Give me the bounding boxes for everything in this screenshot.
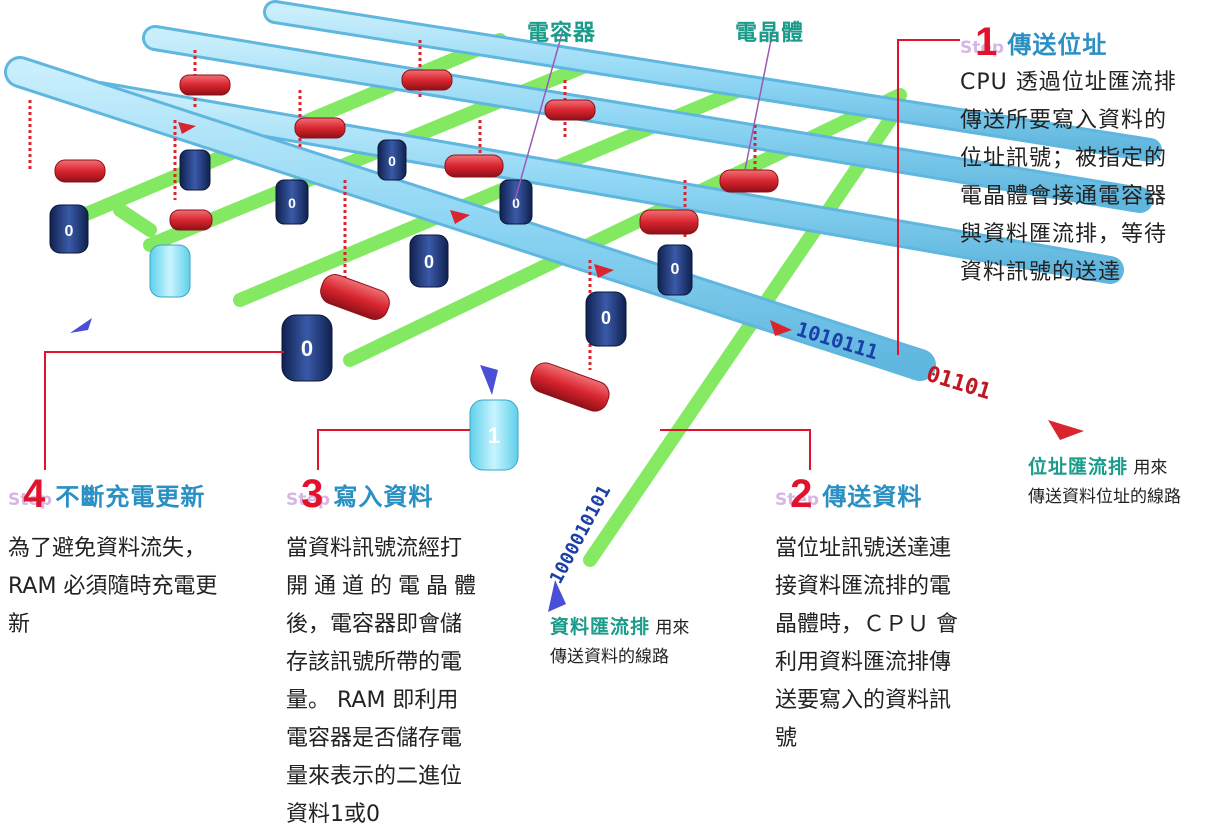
data-bus-caption: 資料匯流排 用來	[550, 612, 689, 639]
step-2-line: 晶體時，ＣＰＵ 會	[775, 612, 958, 637]
step-1-line: CPU 透過位址匯流排	[960, 70, 1177, 95]
svg-text:0: 0	[65, 223, 74, 240]
step-2-line: 接資料匯流排的電	[775, 574, 952, 599]
svg-text:0: 0	[671, 261, 680, 278]
step-2-body: 當位址訊號送達連 接資料匯流排的電 晶體時，ＣＰＵ 會 利用資料匯流排傳 送要寫…	[775, 530, 1015, 758]
data-bus-desc-1: 用來	[655, 618, 690, 638]
step-1-heading: Step 1 傳送位址	[960, 18, 1108, 64]
address-bus-desc-1: 用來	[1133, 458, 1168, 478]
step-3-line: 當資料訊號流經打	[286, 536, 463, 561]
transistor-label: 電晶體	[735, 21, 805, 46]
svg-text:0: 0	[288, 195, 296, 211]
step-2-line: 號	[775, 726, 798, 751]
step-3-body: 當資料訊號流經打 開通道的電晶體 後，電容器即會儲 存該訊號所帶的電 量。 RA…	[286, 530, 526, 834]
address-bus-pipes	[4, 0, 1162, 381]
step-3-line: 存該訊號所帶的電	[286, 650, 463, 675]
step-1-title: 傳送位址	[1007, 31, 1108, 59]
step-2-line: 送要寫入的資料訊	[775, 688, 952, 713]
leader-lines	[44, 29, 960, 470]
step-4-title: 不斷充電更新	[55, 483, 206, 511]
svg-text:0: 0	[388, 153, 396, 169]
step-2-number: 2	[790, 472, 813, 516]
step-3-line: 開通道的電晶體	[286, 574, 483, 599]
data-bus-name: 資料匯流排	[550, 616, 651, 638]
step-3-line: 後，電容器即會儲	[286, 612, 463, 637]
step-1-body: CPU 透過位址匯流排 傳送所要寫入資料的 位址訊號；被指定的 電晶體會接通電容…	[960, 64, 1228, 292]
data-bus-desc-2: 傳送資料的線路	[550, 647, 669, 667]
step-1-line: 資料訊號的送達	[960, 260, 1122, 285]
svg-text:0: 0	[301, 336, 313, 361]
address-bus-name: 位址匯流排	[1028, 456, 1129, 478]
step-3-heading: Step 3 寫入資料	[286, 470, 434, 516]
transistors	[28, 40, 779, 412]
svg-text:0: 0	[424, 252, 434, 272]
address-bus-caption: 位址匯流排 用來	[1028, 452, 1167, 479]
svg-text:0: 0	[601, 308, 611, 328]
step-1-word: Step	[960, 38, 1005, 58]
step-1-line: 電晶體會接通電容器	[960, 184, 1168, 209]
svg-text:0: 0	[512, 195, 520, 211]
step-3-word: Step	[286, 490, 331, 510]
flow-arrows	[70, 122, 1084, 612]
step-4-word: Step	[8, 490, 53, 510]
step-3-line: 量來表示的二進位	[286, 764, 463, 789]
step-3-number: 3	[301, 472, 324, 516]
capacitor-label: 電容器	[527, 21, 597, 46]
step-1-line: 位址訊號；被指定的	[960, 146, 1168, 171]
step-4-line: 新	[8, 612, 31, 637]
step-3-line: 量。 RAM 即利用	[286, 688, 459, 713]
step-2-heading: Step 2 傳送資料	[775, 470, 923, 516]
step-4-line: 為了避免資料流失，	[8, 536, 207, 561]
address-bits-incoming: 01101	[923, 362, 994, 405]
step-4-number: 4	[23, 472, 46, 516]
step-3-title: 寫入資料	[333, 483, 434, 511]
step-4-line: RAM 必須隨時充電更	[8, 574, 218, 599]
step-3-line: 資料1或0	[286, 802, 380, 827]
step-1-line: 傳送所要寫入資料的	[960, 108, 1168, 133]
step-2-title: 傳送資料	[822, 483, 923, 511]
step-4-heading: Step 4 不斷充電更新	[8, 470, 206, 516]
step-2-line: 利用資料匯流排傳	[775, 650, 952, 675]
capacitors: 0 0 0 0 0 0 0 0 1	[49, 139, 693, 471]
step-1-line: 與資料匯流排，等待	[960, 222, 1168, 247]
step-2-line: 當位址訊號送達連	[775, 536, 952, 561]
address-bus-caption-2: 傳送資料位址的線路	[1028, 482, 1181, 507]
step-1-number: 1	[975, 20, 998, 64]
svg-text:1: 1	[488, 423, 500, 448]
step-4-body: 為了避免資料流失， RAM 必須隨時充電更 新	[8, 530, 278, 644]
address-bus-desc-2: 傳送資料位址的線路	[1028, 487, 1181, 507]
step-2-word: Step	[775, 490, 820, 510]
step-3-line: 電容器是否儲存電	[286, 726, 463, 751]
data-bus-caption-2: 傳送資料的線路	[550, 642, 669, 667]
